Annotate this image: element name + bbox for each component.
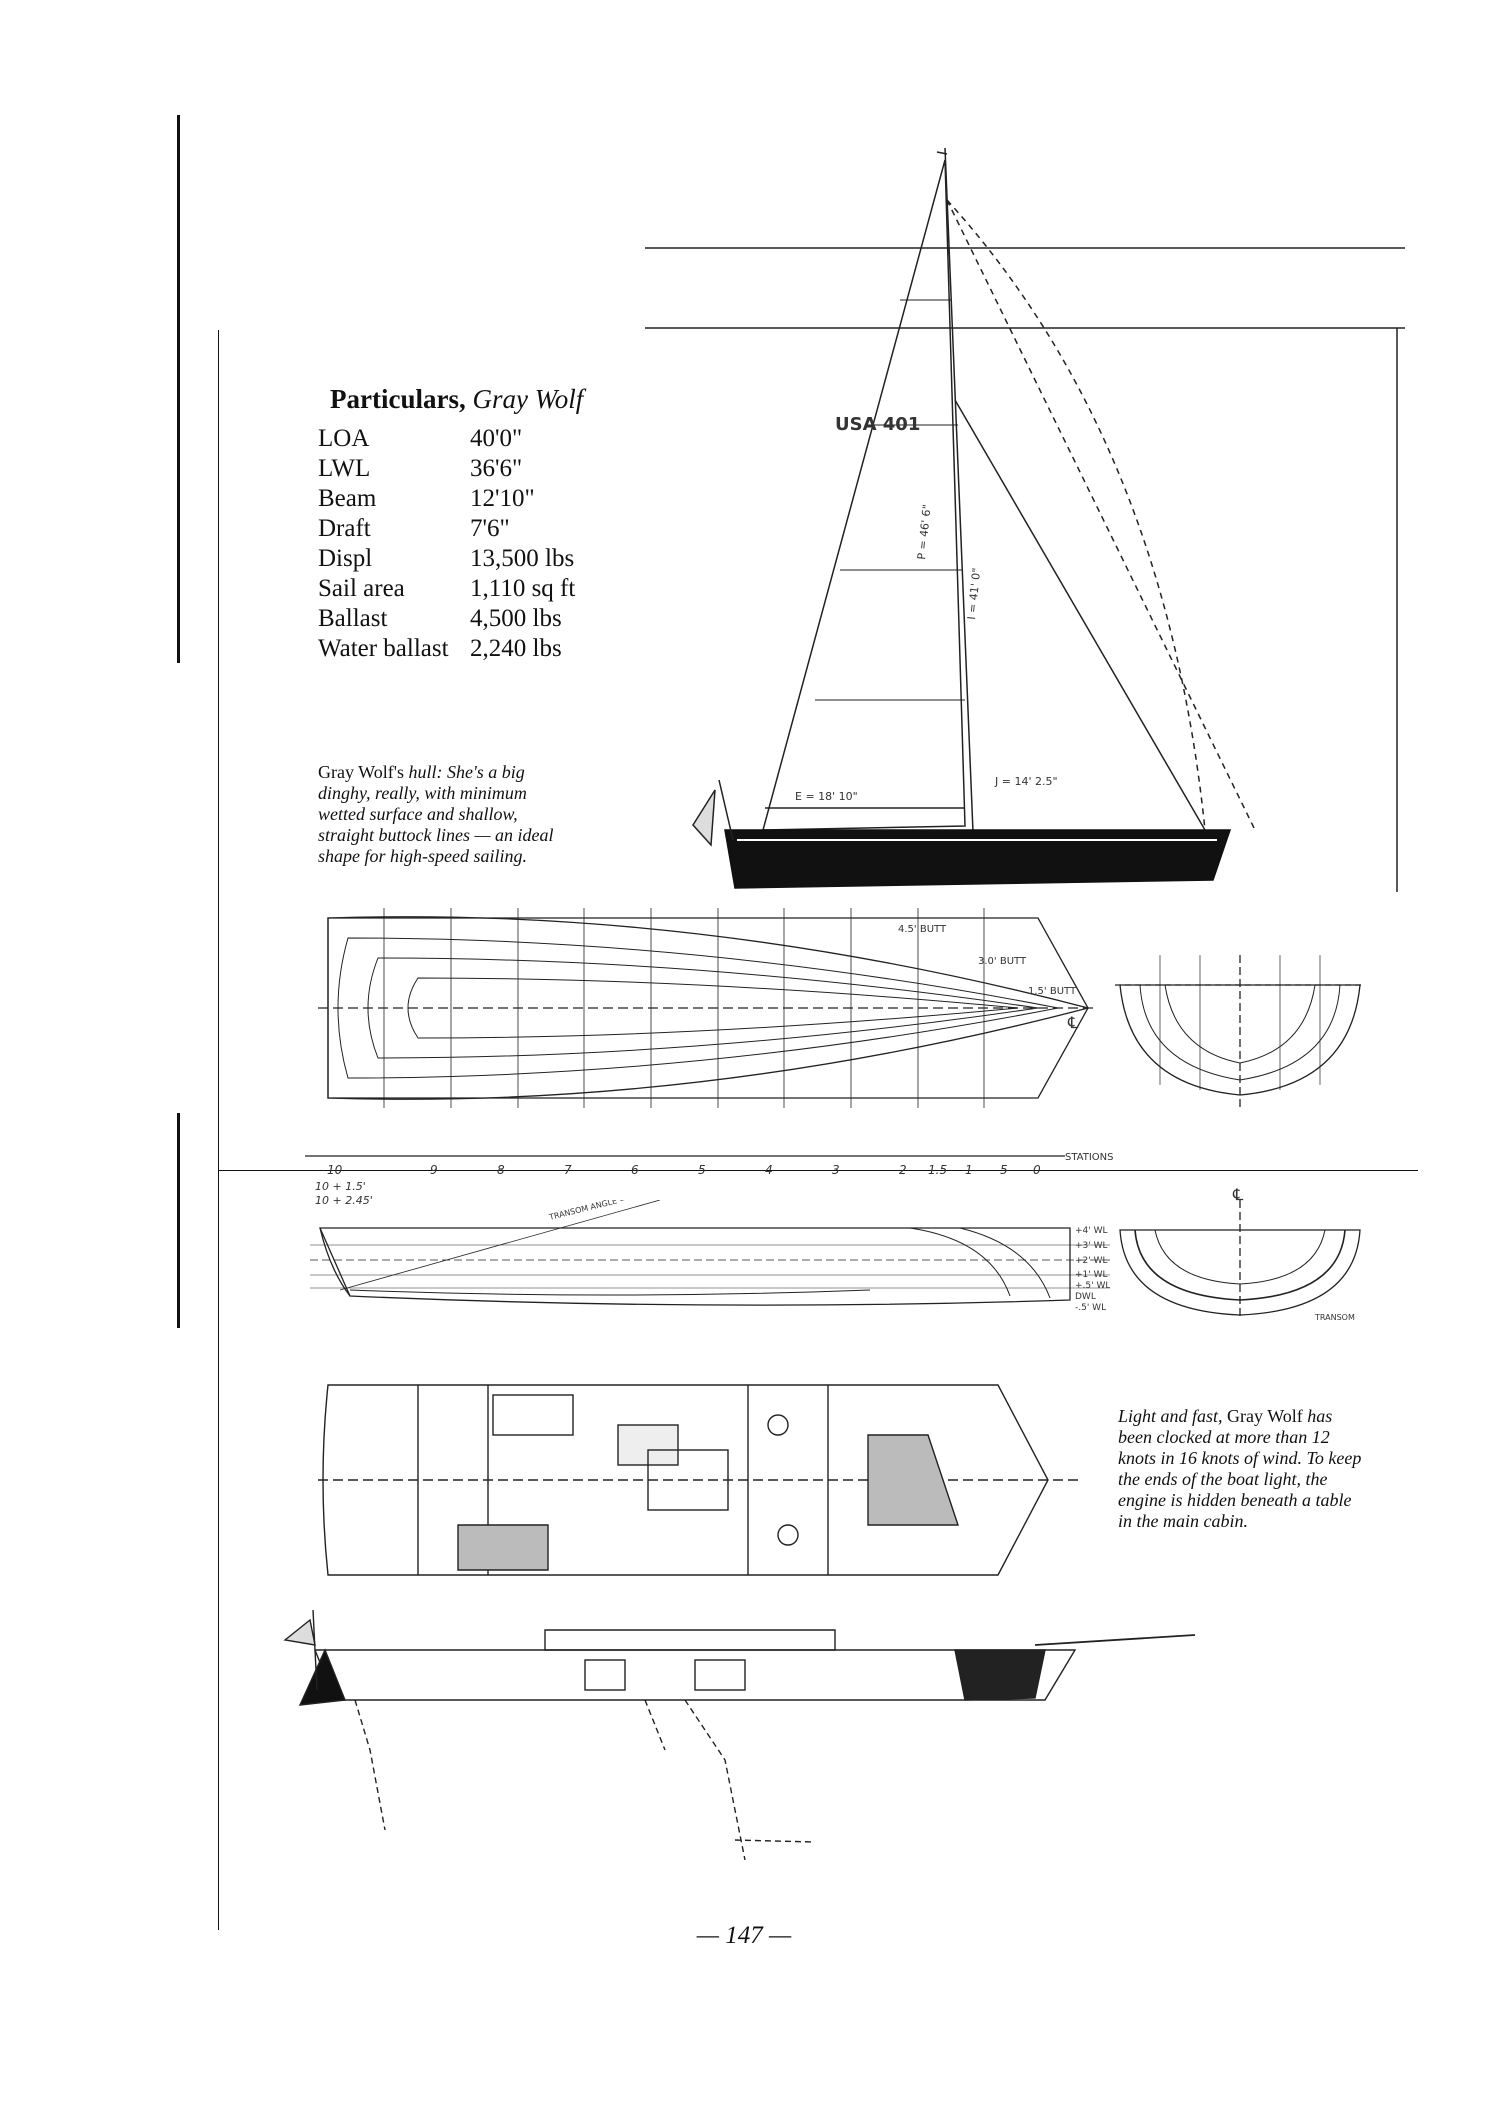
spec-row: Ballast 4,500 lbs [318,604,628,634]
spec-value: 7'6" [470,515,510,542]
spec-label: LWL [318,455,371,482]
page-number: — 147 — [696,1922,792,1949]
dim-e: E = 18' 10" [795,790,858,803]
spec-label: Ballast [318,605,388,632]
spec-label: Displ [318,545,373,572]
station-note: 10 + 1.5' [315,1180,366,1193]
spec-label: LOA [318,425,370,452]
sail-number: USA 401 [835,414,920,435]
page-rule-left [218,330,219,1930]
station-label: 1.5 [928,1163,947,1177]
dim-j: J = 14' 2.5" [994,775,1058,788]
centerline-mark: ℄ [1232,1187,1244,1204]
dim-i: I = 41' 0" [965,567,983,620]
transom-label: TRANSOM [1314,1313,1355,1322]
spec-row: Displ 13,500 lbs [318,544,628,574]
body-plan-lower: ℄ TRANSOM [1115,1180,1365,1330]
waterline-label: +.5' WL [1075,1281,1110,1291]
body-plan-upper [1115,945,1365,1110]
spec-label: Water ballast [318,635,449,662]
spec-value: 1,110 sq ft [470,575,576,602]
waterline-label: +1' WL [1075,1270,1108,1280]
layout-caption-lead: Light and fast, [1118,1406,1223,1426]
margin-rule-top [177,115,180,663]
accommodation-plan [318,1365,1078,1595]
margin-rule-middle [177,1113,180,1328]
hull-caption: Gray Wolf's hull: She's a big dinghy, re… [318,762,568,867]
boat-name: Gray Wolf [472,384,584,414]
spec-value: 40'0" [470,425,523,452]
waterline-label: +4' WL [1075,1226,1108,1236]
stations-label: STATIONS [1065,1152,1114,1163]
spec-value: 2,240 lbs [470,635,562,662]
spec-label: Sail area [318,575,405,602]
station-label: 7 [564,1163,572,1177]
hull-caption-name: Gray Wolf's [318,762,404,782]
spec-row: Draft 7'6" [318,514,628,544]
station-label: 5 [698,1163,706,1177]
hull-profile-lines: TRANSOM ANGLE = 18.5° +4' WL +3' WL +2' … [310,1200,1110,1320]
hull-plan-view: 4.5' BUTT 3.0' BUTT 1.5' BUTT ℄ [318,898,1098,1118]
spec-row: LWL 36'6" [318,454,628,484]
station-label: 4 [765,1163,773,1177]
spec-value: 4,500 lbs [470,605,562,632]
layout-caption: Light and fast, Gray Wolf has been clock… [1118,1406,1368,1532]
spec-row: LOA 40'0" [318,424,628,454]
waterline-label: +2' WL [1075,1256,1108,1266]
sail-plan-drawing: USA 401 P = 46' 6" I = 41' 0" E = 18' 10… [645,140,1405,900]
station-label: 5 [1000,1163,1008,1177]
page-rule-horizontal [218,1170,1418,1171]
buttock-15: 1.5' BUTT [1028,986,1077,997]
interior-profile [255,1590,1195,1860]
particulars-block: Particulars, Gray Wolf LOA 40'0" LWL 36'6"… [318,384,628,664]
station-label: 9 [430,1163,438,1177]
centerline-mark: ℄ [1067,1015,1079,1032]
station-label: 6 [631,1163,639,1177]
spec-label: Beam [318,485,377,512]
spec-row: Beam 12'10" [318,484,628,514]
spec-row: Sail area 1,110 sq ft [318,574,628,604]
waterline-label: -.5' WL [1075,1303,1106,1313]
transom-note: TRANSOM ANGLE = 18.5° [547,1200,650,1222]
station-note: 10 + 2.45' [315,1194,373,1207]
buttock-45: 4.5' BUTT [898,924,947,935]
spec-row: Water ballast 2,240 lbs [318,634,628,664]
station-label: 0 [1033,1163,1041,1177]
station-label: 2 [899,1163,907,1177]
station-scale: 10 9 8 7 6 5 4 3 2 1.5 1 5 0 10 + 1.5' 1… [305,1150,1145,1210]
waterline-label: +3' WL [1075,1241,1108,1251]
layout-caption-name: Gray Wolf [1227,1406,1303,1426]
layout-caption-text: has been clocked at more than 12 knots i… [1118,1406,1362,1531]
spec-value: 13,500 lbs [470,545,575,572]
particulars-heading: Particulars, Gray Wolf [330,384,628,414]
hull-caption-text: hull: She's a big dinghy, really, with m… [318,762,554,866]
particulars-title: Particulars, [330,384,466,414]
station-label: 10 [327,1163,343,1177]
dim-p: P = 46' 6" [915,504,934,560]
buttock-30: 3.0' BUTT [978,956,1027,967]
station-label: 8 [497,1163,505,1177]
waterline-label: DWL [1075,1292,1096,1302]
spec-value: 12'10" [470,485,535,512]
station-label: 1 [965,1163,973,1177]
spec-value: 36'6" [470,455,523,482]
spec-label: Draft [318,515,371,542]
station-label: 3 [832,1163,840,1177]
